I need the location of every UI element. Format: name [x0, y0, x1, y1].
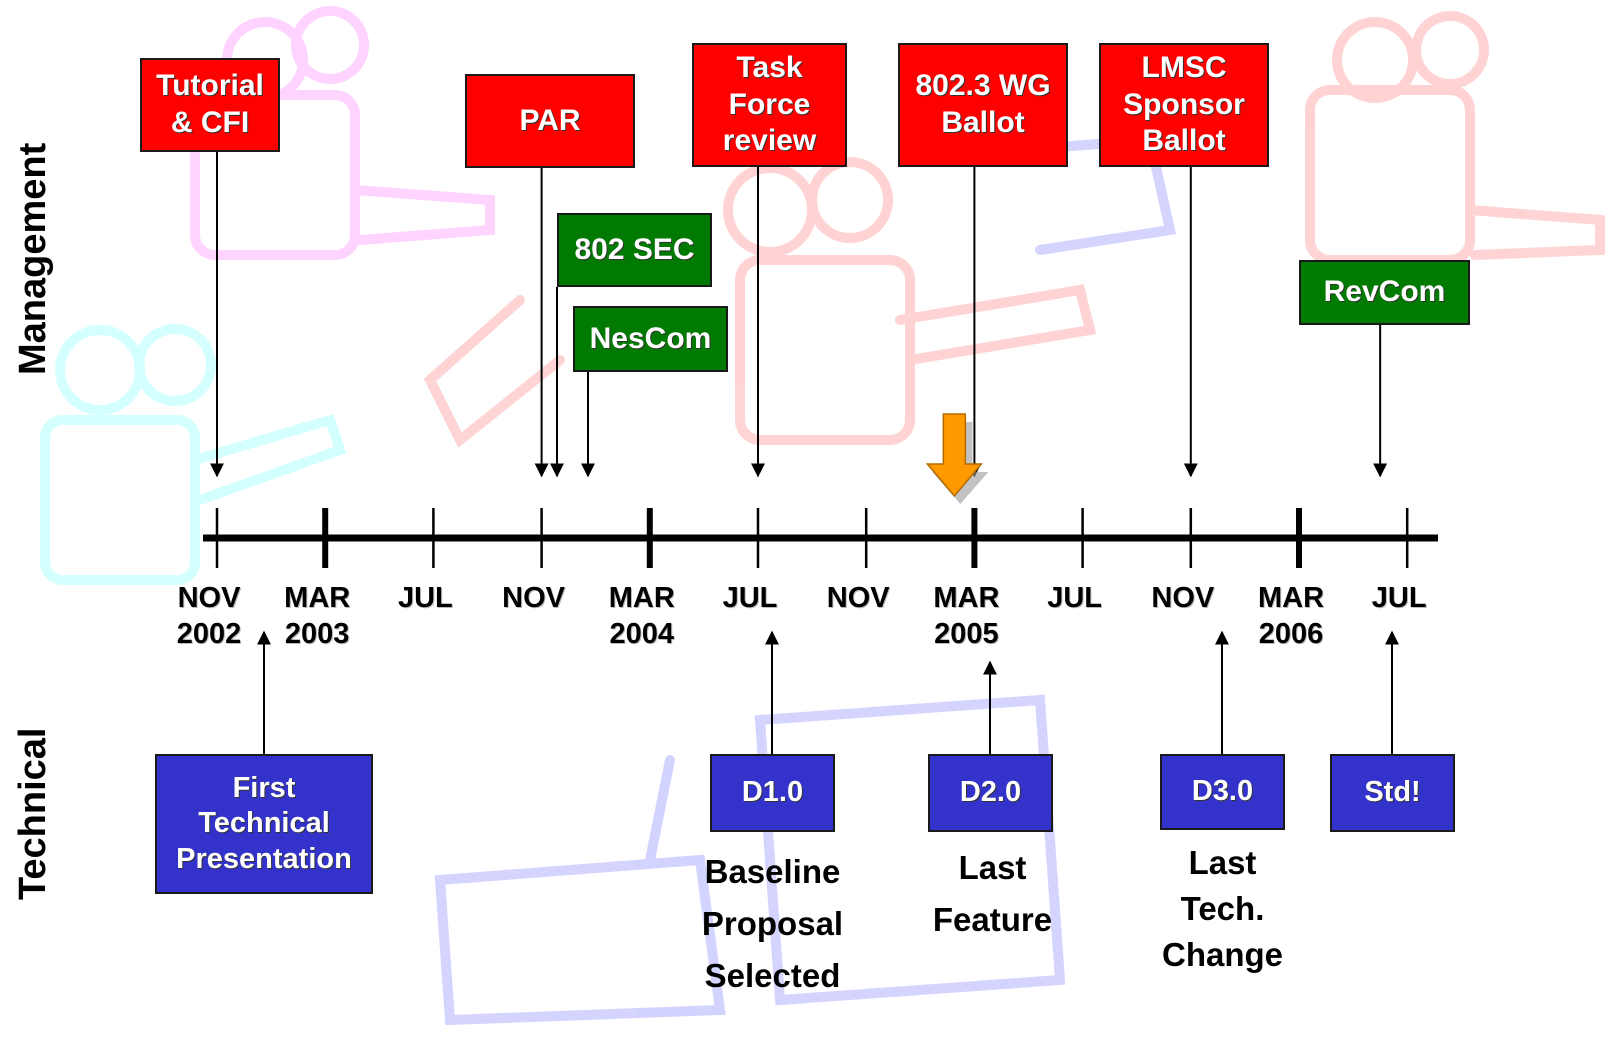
tick-label: JUL	[1349, 580, 1449, 616]
tick-month: NOV	[502, 582, 566, 614]
tick-month: NOV	[826, 582, 890, 614]
tick-month: NOV	[1151, 582, 1215, 614]
projector-icon	[40, 324, 347, 585]
tick-label: MAR 2004	[592, 580, 692, 653]
event-box-nescom: NesCom	[573, 306, 728, 372]
tick-label: NOV	[808, 580, 908, 616]
event-box-802-sec: 802 SEC	[557, 213, 712, 287]
tick-year: 2002	[176, 618, 242, 651]
tick-month: JUL	[1371, 582, 1427, 614]
projector-icon	[423, 157, 1097, 448]
note-baseline-proposal-selected: Baseline Proposal Selected	[680, 846, 865, 1002]
event-box-revcom: RevCom	[1299, 260, 1470, 325]
tick-year: 2006	[1258, 618, 1324, 651]
event-line: Sponsor	[1123, 87, 1245, 121]
event-line: Ballot	[1142, 124, 1226, 158]
tick-year: 2005	[934, 618, 999, 651]
event-line: Technical	[198, 807, 330, 840]
event-box-task-force-review: Task Force review	[692, 43, 847, 167]
event-line: D3.0	[1191, 775, 1254, 808]
tick-label: MAR 2005	[916, 580, 1016, 653]
event-line: D1.0	[741, 776, 804, 809]
note-line: Selected	[704, 957, 841, 994]
event-line: 802.3 WG	[915, 69, 1051, 103]
tick-year: 2004	[609, 618, 675, 651]
event-box-d1-0: D1.0	[710, 754, 835, 832]
current-position-arrow-icon	[925, 413, 983, 498]
event-line: LMSC	[1141, 51, 1227, 85]
event-line: Force	[728, 87, 811, 121]
tick-month: MAR	[933, 582, 1000, 614]
event-line: First	[232, 771, 296, 804]
technical-label: Technical	[12, 727, 54, 900]
tick-label: NOV	[1133, 580, 1233, 616]
event-line: Tutorial	[156, 69, 264, 103]
tick-month: MAR	[608, 582, 675, 614]
note-last-feature: Last Feature	[905, 842, 1080, 946]
management-label: Management	[12, 142, 54, 375]
event-box-802-3-wg-ballot: 802.3 WG Ballot	[898, 43, 1068, 167]
event-box-tutorial-cfi: Tutorial & CFI	[140, 58, 280, 152]
event-line: Task	[736, 51, 803, 85]
tick-month: MAR	[284, 582, 351, 614]
note-line: Change	[1161, 936, 1283, 973]
event-line: Presentation	[176, 842, 352, 875]
document-icon	[434, 134, 1177, 1026]
event-line: D2.0	[959, 776, 1022, 809]
event-box-std: Std!	[1330, 754, 1455, 832]
tick-month: JUL	[397, 582, 453, 614]
event-line: review	[722, 124, 817, 158]
event-line: & CFI	[170, 106, 250, 139]
note-line: Proposal	[701, 905, 844, 942]
tick-label: MAR 2003	[267, 580, 367, 653]
event-box-d3-0: D3.0	[1160, 754, 1285, 830]
note-line: Baseline	[704, 853, 841, 890]
note-line: Last	[958, 849, 1027, 886]
tick-year: 2003	[284, 618, 350, 651]
event-line: Std!	[1364, 776, 1421, 809]
event-box-lmsc-sponsor-ballot: LMSC Sponsor Ballot	[1099, 43, 1269, 167]
event-box-d2-0: D2.0	[928, 754, 1053, 832]
tick-label: JUL	[700, 580, 800, 616]
event-line: Ballot	[941, 106, 1025, 139]
tick-label: NOV	[484, 580, 584, 616]
tick-month: NOV	[177, 582, 241, 614]
tick-label: MAR 2006	[1241, 580, 1341, 653]
tick-month: JUL	[1047, 582, 1102, 614]
tick-label: NOV 2002	[159, 580, 259, 653]
event-line: NesCom	[589, 321, 712, 355]
tick-month: JUL	[722, 582, 778, 614]
note-last-tech-change: Last Tech. Change	[1140, 840, 1305, 978]
event-line: 802 SEC	[574, 232, 695, 266]
note-line: Last	[1188, 844, 1257, 881]
event-line: PAR	[519, 103, 581, 137]
event-box-par: PAR	[465, 74, 635, 168]
note-line: Tech.	[1180, 890, 1265, 927]
event-line: RevCom	[1323, 275, 1446, 309]
tick-label: JUL	[1025, 580, 1125, 616]
note-line: Feature	[932, 901, 1053, 938]
event-box-first-technical-presentation: First Technical Presentation	[155, 754, 373, 894]
tick-label: JUL	[375, 580, 475, 616]
tick-month: MAR	[1257, 582, 1325, 614]
